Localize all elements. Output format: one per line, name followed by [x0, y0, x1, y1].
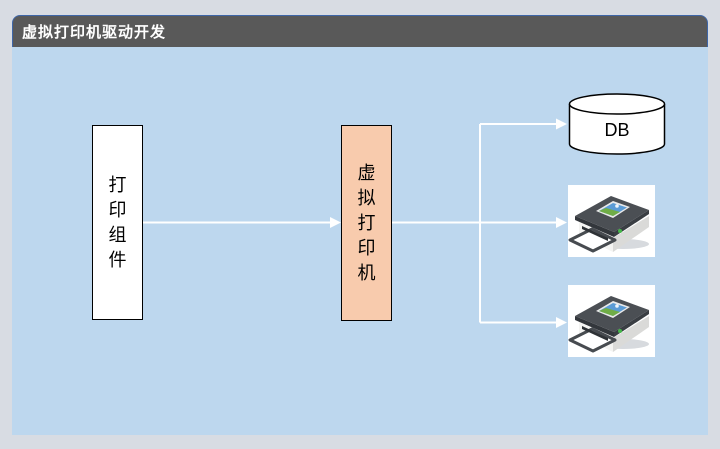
node-virtual-printer: 虚拟打印机: [341, 125, 392, 321]
node-print-component: 打印组件: [92, 125, 143, 320]
node-printer-2: [568, 285, 655, 357]
title-bar: 虚拟打印机驱动开发: [12, 15, 708, 48]
node-print-component-label: 打印组件: [108, 174, 127, 271]
page-title: 虚拟打印机驱动开发: [22, 23, 167, 41]
node-database-label: DB: [604, 120, 629, 140]
printer-icon: [568, 196, 649, 253]
node-virtual-printer-label: 虚拟打印机: [357, 162, 376, 284]
node-printer-1: [568, 185, 655, 257]
database-cylinder-icon: DB: [568, 93, 666, 155]
printer-icon: [568, 296, 649, 353]
node-database: DB: [568, 92, 666, 156]
